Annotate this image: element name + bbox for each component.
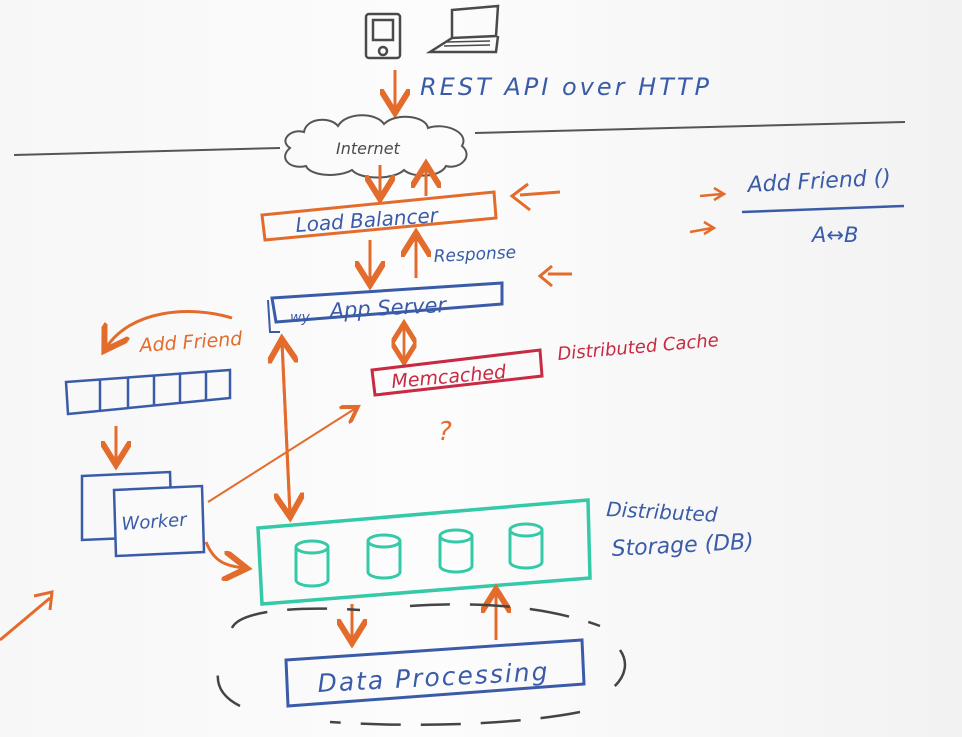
db-cylinder-icon	[366, 533, 402, 580]
laptop-icon	[425, 4, 500, 54]
db-cylinder-icon	[294, 539, 330, 588]
add-friend-function-label: Add Friend ()	[745, 166, 891, 199]
distributed-storage-box	[256, 498, 592, 606]
network-boundary-line-left	[13, 147, 281, 156]
db-cylinder-icon	[508, 522, 544, 570]
worker-to-cache-arrow	[207, 408, 356, 503]
add-friend-underline	[741, 204, 905, 214]
mobile-phone-icon	[364, 12, 402, 60]
distributed-cache-label: Distributed Cache	[557, 330, 720, 365]
app-server-prefix: wy	[290, 310, 310, 326]
message-queue	[64, 368, 232, 416]
add-friend-pointer-arrow-2	[689, 220, 717, 236]
data-processing-label: Data Processing	[317, 657, 550, 698]
stray-arrow	[0, 590, 54, 642]
add-friend-curved-arrow	[106, 310, 233, 348]
worker-label: Worker	[121, 509, 189, 535]
memcached-box	[370, 348, 544, 397]
distributed-label: Distributed	[606, 497, 719, 527]
network-boundary-line-right	[474, 121, 906, 134]
internet-cloud	[284, 114, 468, 179]
add-friend-side-label: Add Friend	[137, 328, 244, 357]
app-server-pointer-arrow	[537, 264, 572, 288]
storage-db-label: Storage (DB)	[611, 530, 754, 562]
app-server-box-shadow	[267, 299, 280, 333]
app-server-label: App Server	[327, 293, 448, 323]
app-server-box	[270, 281, 504, 324]
load-balancer-box	[260, 190, 498, 242]
response-label: Response	[433, 243, 516, 267]
processing-dashed-boundary	[216, 603, 627, 727]
data-processing-box	[284, 638, 586, 708]
database-cylinders	[294, 522, 544, 588]
load-balancer-label: Load Balancer	[295, 203, 441, 237]
lb-pointer-arrow	[509, 182, 561, 212]
storage-to-app-arrow	[282, 342, 290, 515]
a-b-label: A↔B	[810, 223, 858, 247]
add-friend-pointer-arrow-1	[699, 186, 727, 202]
question-mark: ?	[438, 417, 452, 447]
rest-api-label: REST API over HTTP	[420, 73, 712, 101]
internet-label: Internet	[336, 139, 401, 158]
worker-to-storage-arrow	[204, 541, 244, 568]
worker-box	[80, 470, 206, 558]
db-cylinder-icon	[438, 528, 474, 574]
